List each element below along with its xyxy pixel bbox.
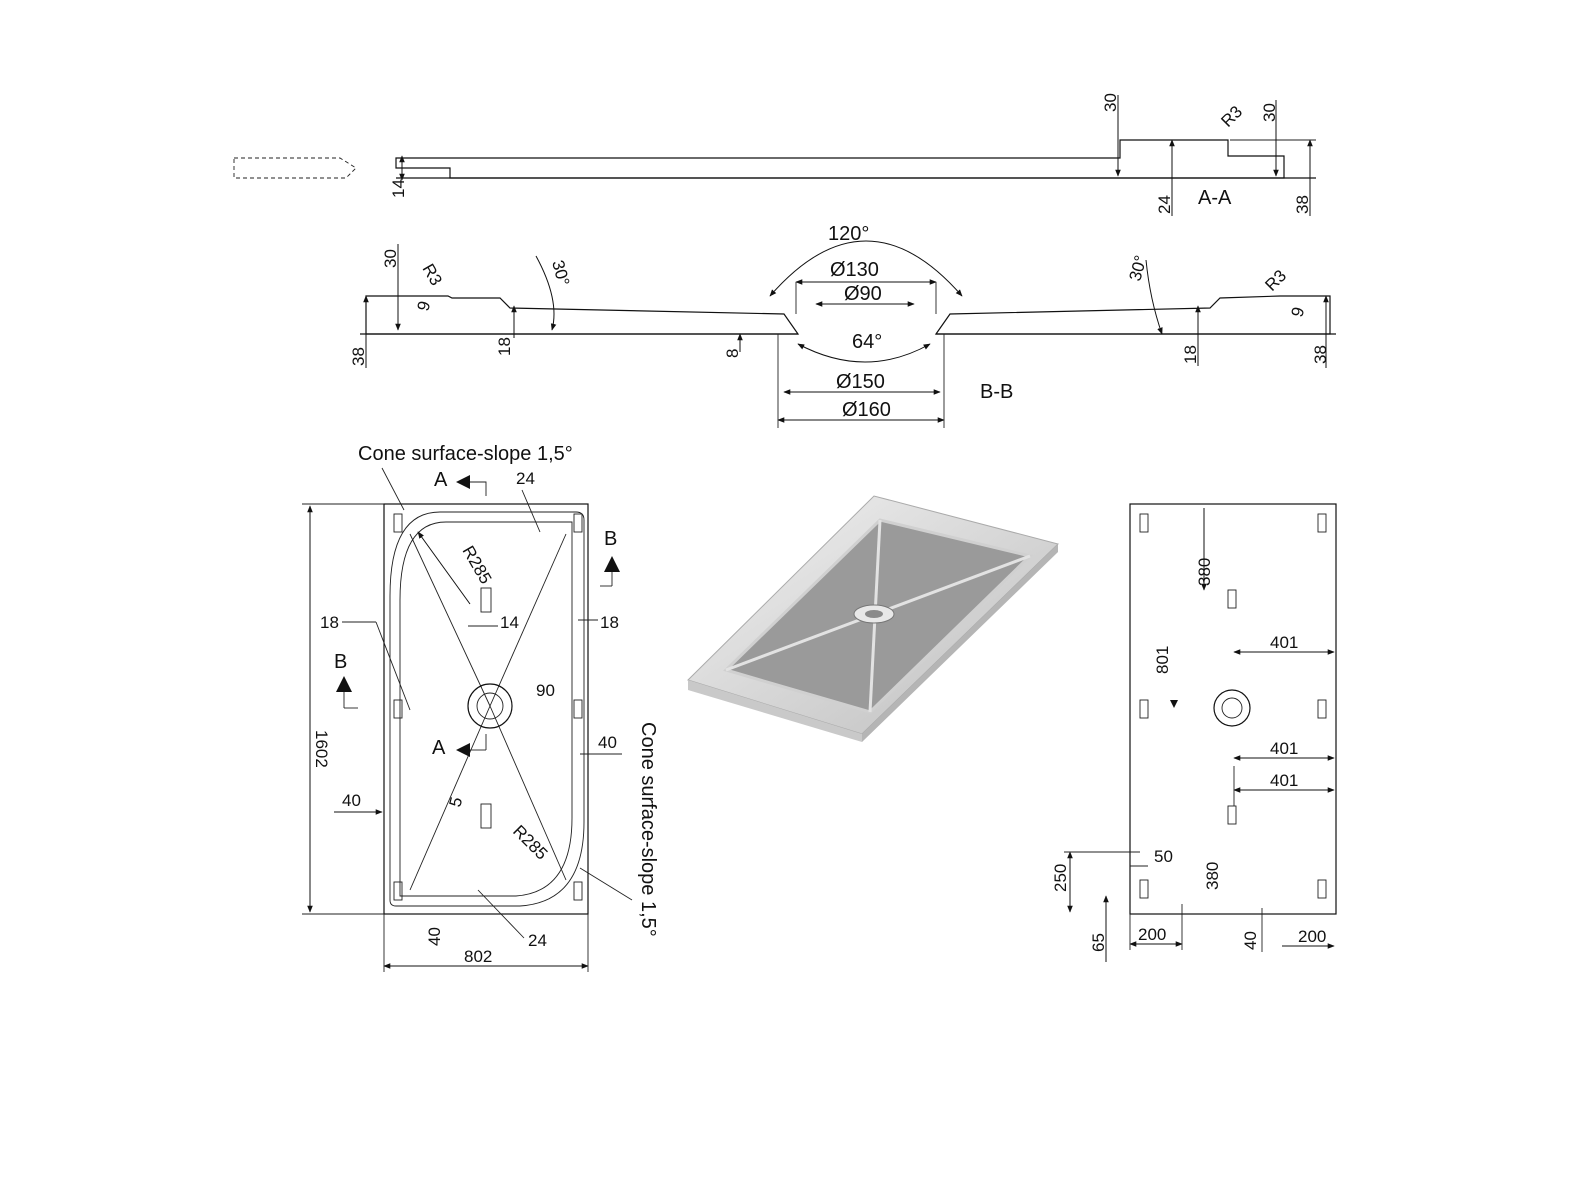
arrow-a-bottom-icon: [456, 743, 470, 757]
dim-bb-38-right: 38: [1311, 345, 1330, 364]
dim-aa-r3: R3: [1217, 102, 1246, 131]
dim-plan-40-left: 40: [342, 791, 361, 810]
dim-bottom-401c: 401: [1270, 771, 1298, 790]
plan-drain-outer-icon: [467, 683, 513, 729]
dim-plan-40-right: 40: [598, 733, 617, 752]
dim-bottom-200-left: 200: [1138, 925, 1166, 944]
dim-bb-30: 30: [381, 249, 400, 268]
dim-bb-18-left: 18: [495, 337, 514, 356]
dim-bb-9-left: 9: [414, 299, 435, 313]
bottom-outline: [1129, 503, 1337, 915]
section-arrow-a-top: A: [434, 469, 448, 491]
dim-plan-r285-bottom: R285: [509, 821, 551, 863]
section-arrow-a-bottom: A: [432, 737, 446, 759]
bottom-view: 380 401 801 401 401 50 250 380 65 200 40…: [1051, 503, 1337, 962]
dim-bottom-380-bottom: 380: [1203, 862, 1222, 890]
plan-outline: [383, 503, 589, 915]
dim-bb-8: 8: [723, 349, 742, 358]
dim-bb-r3-right: R3: [1261, 266, 1290, 295]
dim-plan-14: 14: [500, 613, 519, 632]
dim-bb-dia150: Ø150: [836, 371, 885, 393]
dim-bb-30deg-left: 30°: [548, 258, 573, 288]
arrow-b-left-icon: [336, 676, 352, 692]
section-a-a: 14 30 24 R3 30 38 A-A: [233, 93, 1316, 216]
dim-bottom-380-top: 380: [1195, 558, 1214, 586]
dim-bottom-401a: 401: [1270, 633, 1298, 652]
plan-basin-outer: [389, 511, 585, 907]
dim-bottom-250: 250: [1051, 864, 1070, 892]
plan-drain-inner-icon: [476, 692, 504, 720]
section-aa-slab: [395, 139, 1285, 179]
dim-bottom-50: 50: [1154, 847, 1173, 866]
dim-bb-120deg: 120°: [828, 223, 869, 245]
dim-plan-24-bottom: 24: [528, 931, 547, 950]
dim-plan-40-bottom: 40: [425, 927, 444, 946]
dim-plan-5: 5: [446, 795, 467, 809]
dim-aa-30a: 30: [1101, 93, 1120, 112]
cone-surface-label-side: Cone surface-slope 1,5°: [637, 722, 659, 937]
dim-plan-18-right: 18: [600, 613, 619, 632]
dim-plan-24-top: 24: [516, 469, 535, 488]
dim-bb-9-right: 9: [1288, 305, 1309, 319]
bottom-drain-inner-icon: [1221, 697, 1243, 719]
dim-bb-18-right: 18: [1181, 345, 1200, 364]
tray-front-edge: [688, 680, 862, 742]
tray-side-edge: [862, 544, 1058, 742]
dim-bottom-65: 65: [1089, 933, 1108, 952]
section-arrow-b-right: B: [604, 528, 617, 550]
dim-aa-38: 38: [1293, 195, 1312, 214]
dim-aa-24: 24: [1155, 195, 1174, 214]
section-b-b: 30 38 R3 9 30° 18 8 120° Ø130 Ø90 64° Ø1…: [349, 223, 1336, 428]
dim-bb-30deg-right: 30°: [1126, 253, 1151, 283]
dim-bb-64deg: 64°: [852, 331, 882, 353]
section-bb-right-slab: [934, 295, 1331, 335]
dim-bottom-40: 40: [1241, 931, 1260, 950]
section-bb-left-slab: [365, 295, 800, 335]
dim-plan-802: 802: [464, 947, 492, 966]
dim-aa-14: 14: [389, 179, 408, 198]
section-aa-break-fragment: [233, 157, 357, 179]
dim-plan-18-left: 18: [320, 613, 339, 632]
dim-bottom-200-right: 200: [1298, 927, 1326, 946]
arrow-a-top-icon: [456, 475, 470, 489]
dim-plan-1602: 1602: [312, 730, 331, 768]
dim-bb-dia90: Ø90: [844, 283, 882, 305]
dim-bottom-801: 801: [1153, 646, 1172, 674]
section-aa-label: A-A: [1198, 187, 1232, 209]
dim-bb-r3-left: R3: [419, 261, 446, 289]
section-arrow-b-left: B: [334, 651, 347, 673]
dim-plan-r285-top: R285: [459, 543, 496, 588]
dim-bb-38-left: 38: [349, 347, 368, 366]
dim-aa-30b: 30: [1260, 103, 1279, 122]
bottom-drain-outer-icon: [1213, 689, 1251, 727]
dim-bb-dia130: Ø130: [830, 259, 879, 281]
dim-bb-dia160: Ø160: [842, 399, 891, 421]
tray-3d-render: [687, 495, 1059, 742]
section-bb-label: B-B: [980, 381, 1013, 403]
plan-view: Cone surface-slope 1,5° A 24 B R285 14 1…: [302, 443, 659, 972]
arrow-b-right-icon: [604, 556, 620, 572]
dim-bottom-401b: 401: [1270, 739, 1298, 758]
dim-plan-90: 90: [536, 681, 555, 700]
cone-surface-label-top: Cone surface-slope 1,5°: [358, 443, 573, 465]
